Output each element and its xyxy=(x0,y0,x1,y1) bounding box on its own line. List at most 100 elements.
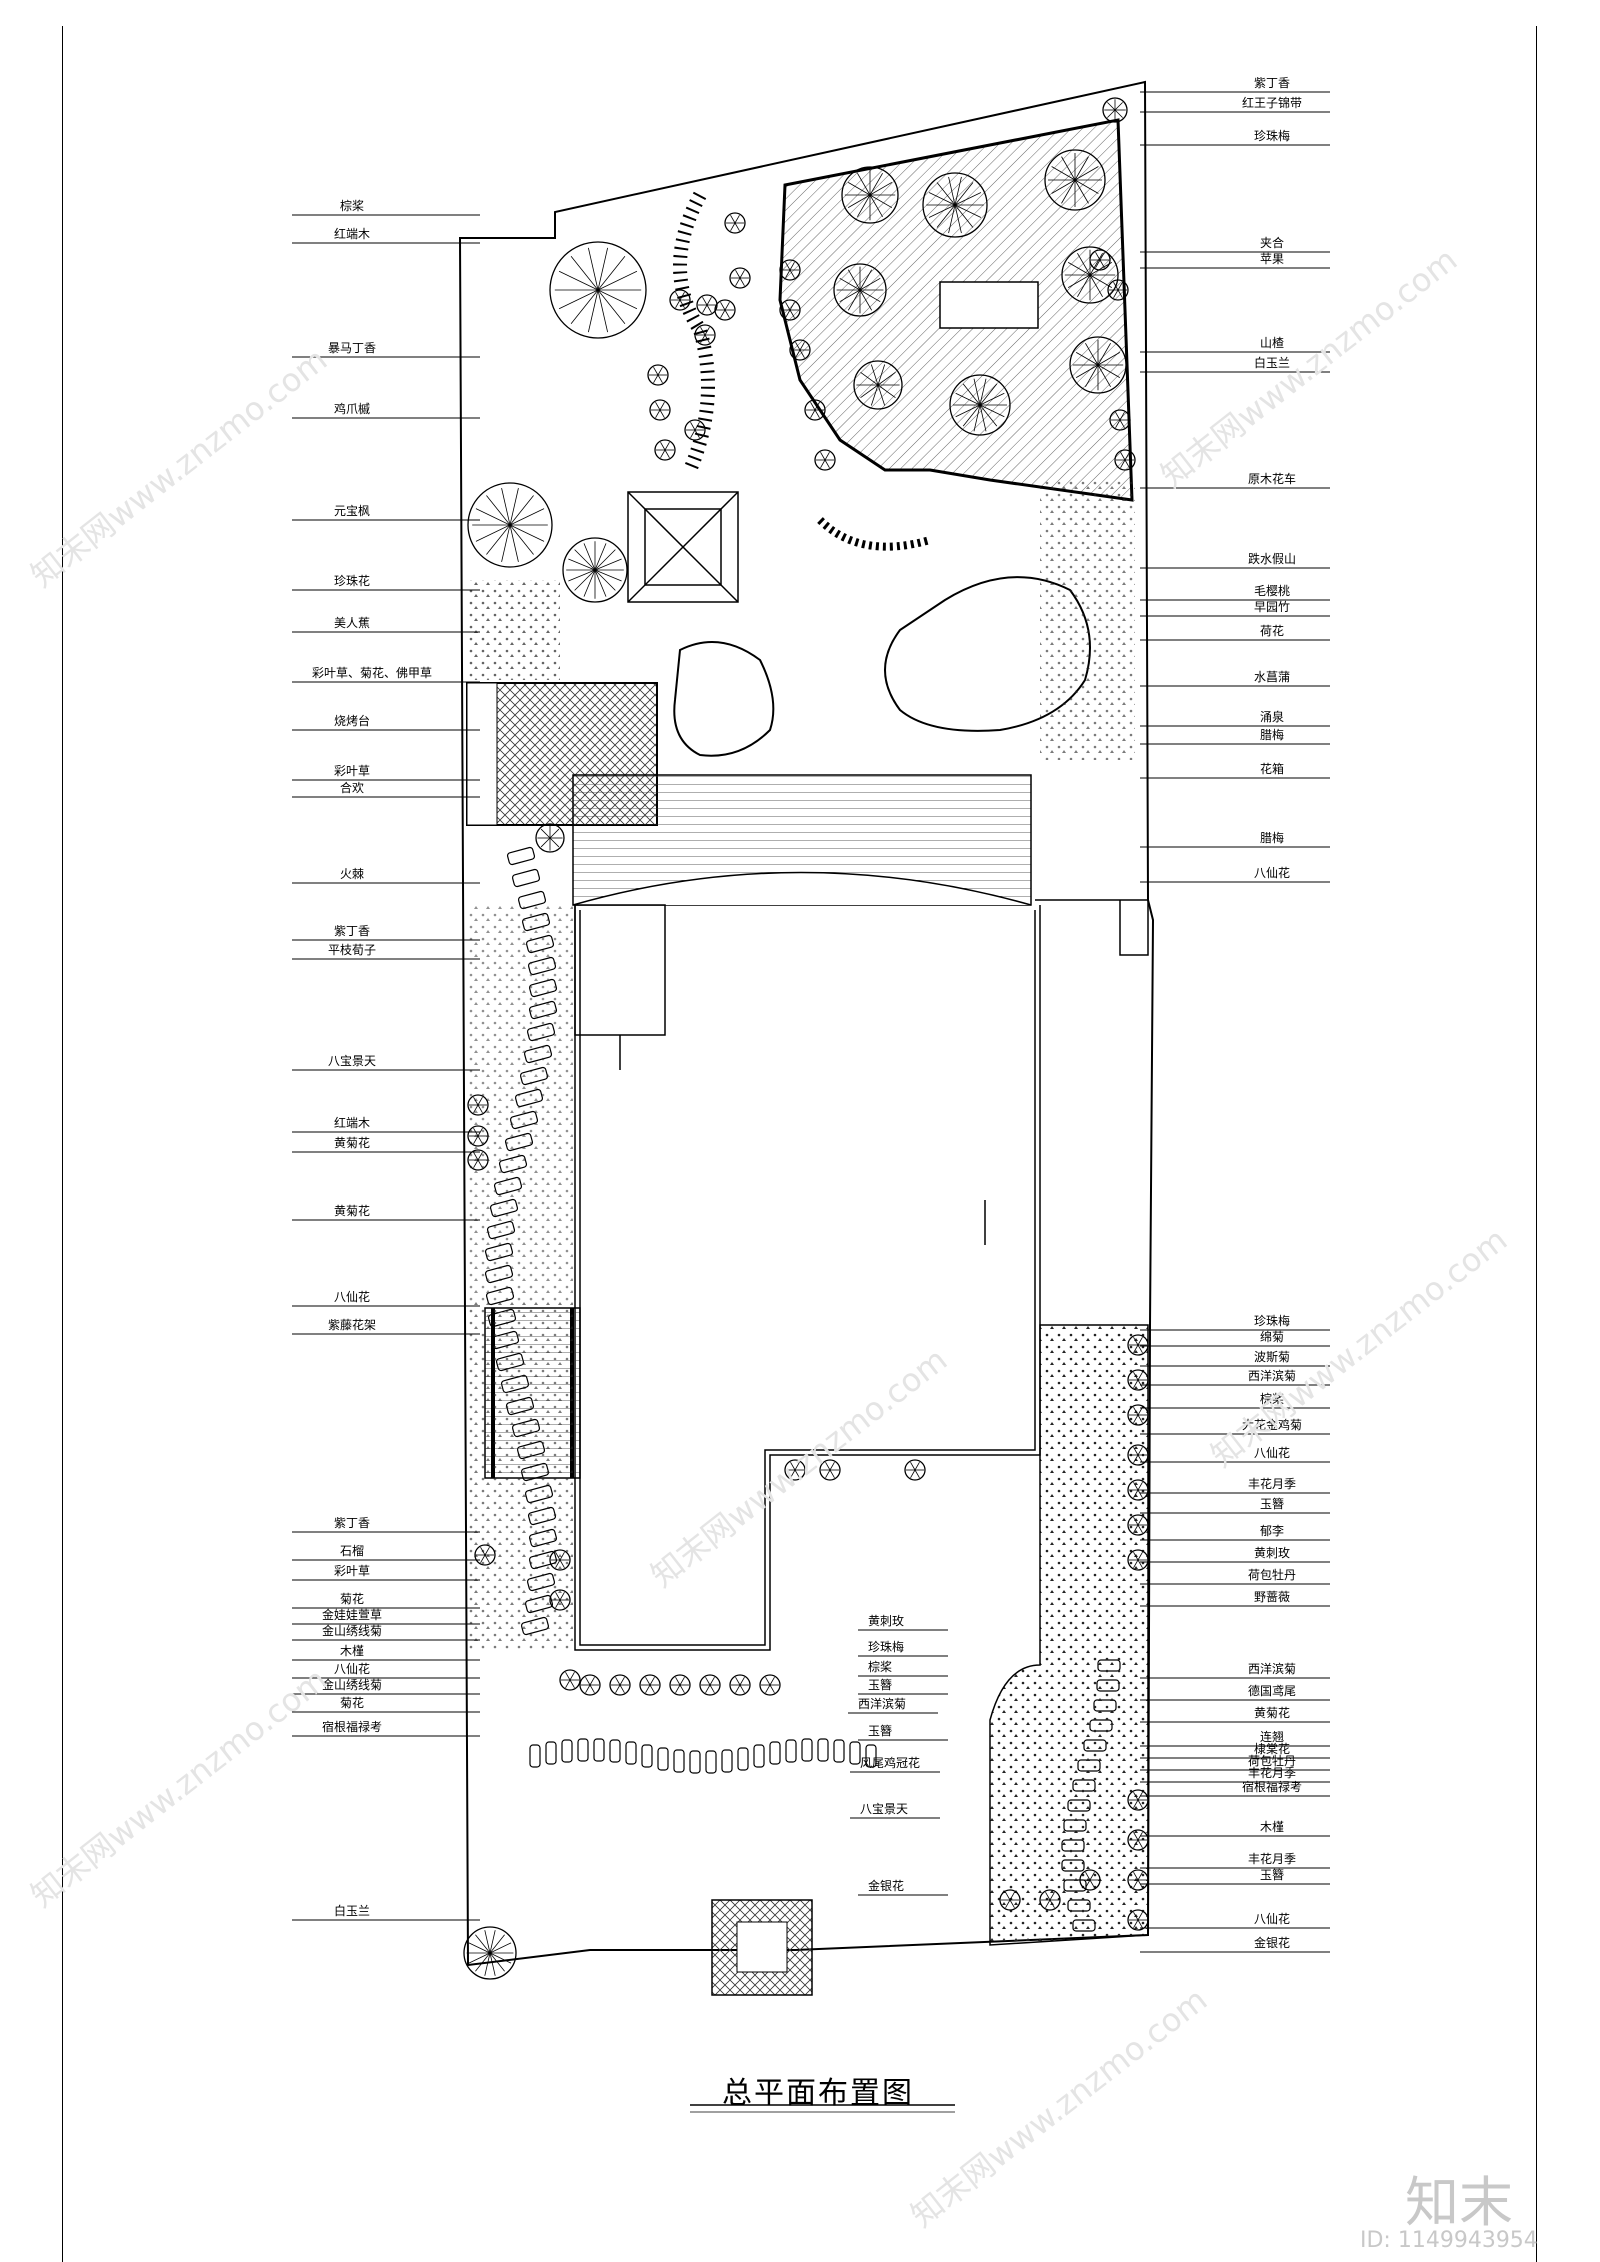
tree-symbol xyxy=(1109,409,1131,431)
plant-label: 玉簪 xyxy=(868,1724,893,1738)
tree-symbol xyxy=(1114,449,1136,471)
east-planting xyxy=(467,480,1149,1946)
wood-deck xyxy=(572,774,1032,906)
plant-label: 彩叶草 xyxy=(333,1564,370,1578)
tree-symbol xyxy=(1039,1889,1061,1911)
tree-symbol xyxy=(694,324,716,346)
plant-label: 彩叶草 xyxy=(333,764,370,778)
north-garden xyxy=(673,118,1134,502)
plant-label: 八仙花 xyxy=(1253,866,1290,880)
tree-symbol xyxy=(467,1094,489,1116)
title-underline xyxy=(690,2104,955,2113)
house xyxy=(574,899,1149,1651)
plant-label: 棣棠花 xyxy=(1253,1742,1290,1756)
plant-label: 夹合 xyxy=(1259,236,1284,250)
tree-symbol xyxy=(949,374,1011,436)
plant-label: 红端木 xyxy=(333,227,370,241)
tree-symbol xyxy=(724,212,746,234)
plant-label: 八宝景天 xyxy=(860,1802,909,1816)
tree-symbol xyxy=(779,259,801,281)
tree-symbol xyxy=(684,419,706,441)
plant-label: 白玉兰 xyxy=(1253,356,1290,370)
tree-symbol xyxy=(1127,1444,1149,1466)
plant-label: 菊花 xyxy=(339,1592,364,1606)
plant-label: 西洋滨菊 xyxy=(1247,1662,1296,1676)
plant-label: 郁李 xyxy=(1259,1524,1284,1538)
plant-label: 珍珠花 xyxy=(333,574,370,588)
tree-symbol xyxy=(467,1125,489,1147)
tree-symbol xyxy=(1127,1909,1149,1931)
tree-symbol xyxy=(729,1674,751,1696)
plant-label: 苹果 xyxy=(1259,252,1284,266)
tree-symbol xyxy=(1127,1404,1149,1426)
plant-label: 腊梅 xyxy=(1259,831,1284,845)
plant-label: 黄菊花 xyxy=(1253,1706,1290,1720)
tree-symbol xyxy=(549,241,647,339)
tree-symbol xyxy=(1127,1334,1149,1356)
pond xyxy=(673,517,1091,757)
plant-label: 彩叶草、菊花、佛甲草 xyxy=(312,666,433,680)
tree-symbol xyxy=(784,1459,806,1481)
plant-label: 花箱 xyxy=(1259,762,1284,776)
tree-symbol xyxy=(1069,336,1127,394)
plant-label: 山楂 xyxy=(1259,336,1284,350)
tree-symbol xyxy=(696,294,718,316)
plant-label: 石榴 xyxy=(339,1544,364,1558)
tree-symbol xyxy=(833,263,887,317)
plant-label: 早园竹 xyxy=(1253,600,1290,614)
tree-symbol xyxy=(1089,249,1111,271)
plant-label: 黄菊花 xyxy=(333,1136,370,1150)
plant-label: 紫藤花架 xyxy=(327,1318,376,1332)
plant-label: 八仙花 xyxy=(1253,1446,1290,1460)
tree-symbol xyxy=(1044,149,1106,211)
plant-label: 宿根福禄考 xyxy=(1241,1780,1302,1794)
plant-label: 玉簪 xyxy=(1259,1497,1284,1511)
plant-label: 金山绣线菊 xyxy=(321,1678,382,1692)
plant-label: 紫丁香 xyxy=(333,1516,370,1530)
tree-symbol xyxy=(729,267,751,289)
tree-symbol xyxy=(654,439,676,461)
plant-label: 玉簪 xyxy=(1259,1868,1284,1882)
tree-symbol xyxy=(841,166,899,224)
tree-symbol xyxy=(467,482,553,568)
plant-label: 金山绣线菊 xyxy=(321,1624,382,1638)
tree-symbol xyxy=(1127,1549,1149,1571)
tree-symbol xyxy=(647,364,669,386)
plant-label: 丰花月季 xyxy=(1247,1477,1296,1491)
tree-symbol xyxy=(639,1674,661,1696)
plant-label: 金银花 xyxy=(1253,1936,1290,1950)
tree-symbol xyxy=(559,1669,581,1691)
tree-symbol xyxy=(562,537,628,603)
plant-label: 丰花月季 xyxy=(1247,1766,1296,1780)
tree-symbol xyxy=(549,1589,571,1611)
plant-label: 黄刺玫 xyxy=(1253,1546,1290,1560)
tree-symbol xyxy=(549,1549,571,1571)
tree-symbol xyxy=(1127,1869,1149,1891)
tree-symbol xyxy=(467,1149,489,1171)
plant-label: 西洋滨菊 xyxy=(858,1697,907,1711)
plant-label: 紫丁香 xyxy=(333,924,370,938)
plant-label: 玉簪 xyxy=(868,1678,893,1692)
south-patio xyxy=(711,1899,813,1996)
plant-label: 棕桨 xyxy=(868,1660,893,1674)
pavilion xyxy=(627,491,739,603)
plant-label: 德国鸢尾 xyxy=(1247,1684,1296,1698)
tree-symbol xyxy=(699,1674,721,1696)
plant-label: 八仙花 xyxy=(333,1290,370,1304)
trees xyxy=(463,97,1149,1980)
plant-label: 合欢 xyxy=(339,781,364,795)
plant-label: 红王子锦带 xyxy=(1241,96,1302,110)
plant-label: 珍珠梅 xyxy=(1253,129,1290,143)
tree-symbol xyxy=(922,172,988,238)
tree-symbol xyxy=(609,1674,631,1696)
tree-symbol xyxy=(1127,1479,1149,1501)
plant-label: 棕桨 xyxy=(339,199,364,213)
drawing-title: 总平面布置图 xyxy=(722,2076,914,2111)
tree-symbol xyxy=(579,1674,601,1696)
tree-symbol xyxy=(463,1926,517,1980)
plant-label: 八仙花 xyxy=(333,1662,370,1676)
tree-symbol xyxy=(1127,1369,1149,1391)
tree-symbol xyxy=(1107,279,1129,301)
plant-label: 金娃娃萱草 xyxy=(321,1608,382,1622)
